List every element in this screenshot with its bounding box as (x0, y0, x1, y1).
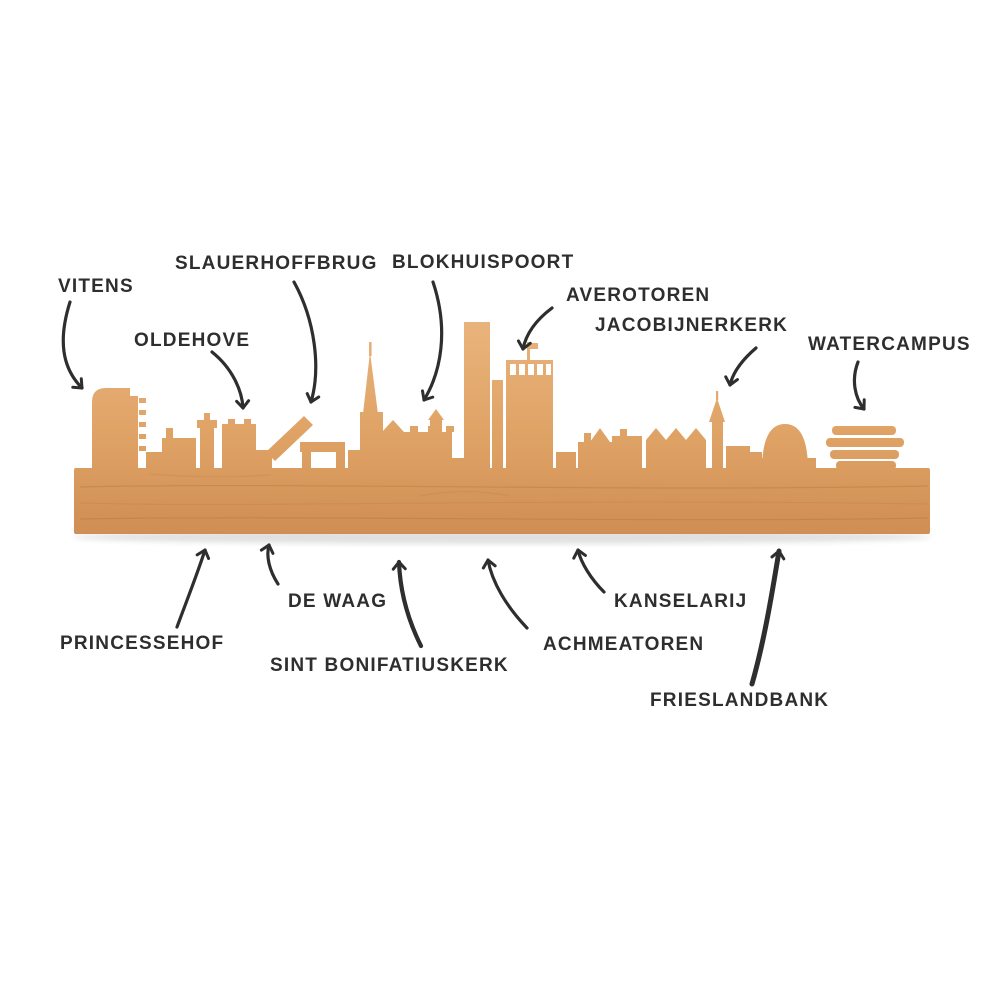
building-watercampus (826, 426, 904, 470)
label-blokhuispoort: BLOKHUISPOORT (392, 252, 575, 273)
label-jacobijnerkerk: JACOBIJNERKERK (595, 315, 789, 336)
building-church-spire (363, 352, 378, 414)
label-de-waag: DE WAAG (288, 591, 388, 612)
arrow-blokhuispoort (420, 280, 444, 402)
building-achmeatoren (464, 322, 490, 472)
arrow-vitens (61, 300, 84, 390)
arrow-oldehove (210, 350, 251, 410)
building-vitens (92, 388, 146, 470)
arrow-kanselarij (572, 548, 606, 594)
skyline-silhouette (74, 322, 930, 534)
arrow-jacobijnerkerk (724, 346, 758, 387)
arrow-achmeatoren (481, 558, 529, 630)
building-slauerhoffbrug (266, 416, 313, 461)
label-achmeatoren: ACHMEATOREN (543, 634, 705, 655)
building-averotoren (506, 360, 553, 472)
label-princessehof: PRINCESSEHOF (60, 633, 225, 654)
label-kanselarij: KANSELARIJ (614, 591, 748, 612)
arrow-watercampus (852, 360, 866, 411)
averotoren-windows (510, 364, 551, 375)
label-sint-bonifatiuskerk: SINT BONIFATIUSKERK (270, 655, 509, 676)
building-dome (762, 424, 808, 470)
label-averotoren: AVEROTOREN (566, 285, 711, 306)
arrow-slauerhoffbrug (292, 280, 321, 404)
arrow-averotoren (516, 306, 554, 351)
building-blokhuispoort (404, 426, 454, 470)
annotation-arrows (61, 280, 866, 687)
building-rowhouses (646, 428, 706, 470)
label-watercampus: WATERCAMPUS (808, 334, 971, 355)
arrow-princessehof (175, 548, 211, 629)
wood-grain (79, 473, 929, 521)
label-vitens: VITENS (58, 276, 134, 297)
label-slauerhoffbrug: SLAUERHOFFBRUG (175, 253, 378, 274)
building-oldehove (222, 419, 256, 470)
arrow-frieslandbank (749, 548, 786, 687)
label-oldehove: OLDEHOVE (134, 330, 251, 351)
arrow-de-waag (259, 543, 280, 586)
building-jacobijnerkerk (712, 420, 723, 472)
skyline-base-plank (74, 468, 930, 534)
arrow-sint-bonifatiuskerk (391, 559, 424, 649)
label-frieslandbank: FRIESLANDBANK (650, 690, 830, 711)
